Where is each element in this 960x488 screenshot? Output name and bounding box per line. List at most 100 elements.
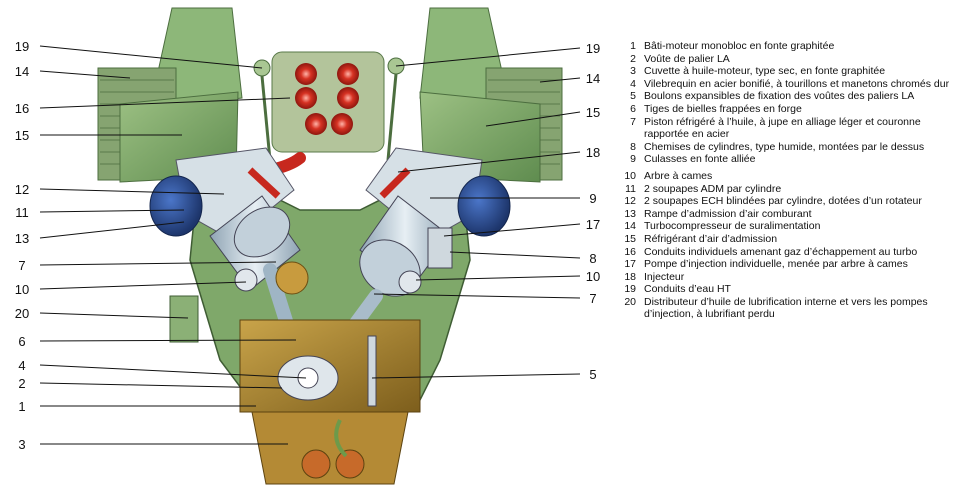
callout-1: 1 (18, 399, 25, 414)
oil-distributor (169, 295, 199, 343)
callout-4: 4 (18, 358, 25, 373)
right-callout-labels: 19 14 15 18 9 17 8 10 7 5 (586, 41, 600, 382)
legend-text: Vilebrequin en acier bonifié, à tourillo… (644, 77, 950, 90)
legend-text: Conduits individuels amenant gaz d’échap… (644, 245, 918, 258)
legend-text: Cuvette à huile-moteur, type sec, en fon… (644, 65, 886, 78)
callout-15-left: 15 (15, 128, 29, 143)
legend-number: 14 (624, 220, 636, 233)
left-piston (233, 206, 291, 258)
legend-number: 13 (624, 207, 636, 220)
legend-text: Piston réfrigéré à l’huile, à jupe en al… (644, 115, 921, 141)
left-leader-lines (39, 45, 307, 445)
legend-text: Conduits d’eau HT (644, 283, 731, 296)
legend-number: 6 (630, 102, 636, 115)
legend-text: Chemises de cylindres, type humide, mont… (644, 140, 925, 153)
callout-12: 12 (15, 182, 29, 197)
legend-item-13: 13 Rampe d’admission d’air comburant (620, 208, 955, 221)
legend-item-17: 17 Pompe d’injection individuelle, menée … (620, 258, 955, 271)
callout-6: 6 (18, 334, 25, 349)
legend-number: 1 (630, 40, 636, 52)
callout-2: 2 (18, 376, 25, 391)
legend-number: 15 (624, 232, 636, 245)
left-callout-labels: 19 14 16 15 12 11 13 7 10 20 6 4 2 1 3 (15, 39, 29, 452)
callout-9: 9 (589, 191, 596, 206)
callout-14-right: 14 (586, 71, 600, 86)
legend-number: 12 (624, 195, 636, 208)
legend-item-14: 14 Turbocompresseur de suralimentation (620, 220, 955, 233)
callout-20: 20 (15, 306, 29, 321)
legend-text: 2 soupapes ECH blindées par cylindre, do… (644, 195, 922, 208)
callout-10-left: 10 (15, 282, 29, 297)
legend-item-3: 3 Cuvette à huile-moteur, type sec, en fo… (620, 65, 955, 78)
legend-text: Pompe d’injection individuelle, menée pa… (644, 258, 908, 271)
callout-17: 17 (586, 217, 600, 232)
legend-text: Voûte de palier LA (644, 52, 730, 65)
callout-10-right: 10 (586, 269, 600, 284)
legend-item-8: 8 Chemises de cylindres, type humide, mon… (620, 141, 955, 154)
legend-text: Distributeur d’huile de lubrification in… (644, 295, 928, 321)
callout-8: 8 (589, 251, 596, 266)
legend-text: Boulons expansibles de fixation des voût… (644, 90, 915, 103)
engine-cutaway-diagram: 19 14 16 15 12 11 13 7 10 20 6 4 2 1 3 1… (15, 7, 600, 485)
callout-7-left: 7 (18, 258, 25, 273)
right-camshaft (398, 270, 422, 294)
legend-item-4: 4 Vilebrequin en acier bonifié, à tourill… (620, 78, 955, 91)
legend-number: 18 (624, 270, 636, 283)
legend-number: 19 (624, 283, 636, 296)
legend-item-2: 2 Voûte de palier LA (620, 53, 955, 66)
legend-text: Rampe d’admission d’air comburant (644, 207, 812, 220)
callout-5: 5 (589, 367, 596, 382)
legend-item-5: 5 Boulons expansibles de fixation des voû… (620, 90, 955, 103)
legend-number: 11 (625, 182, 636, 195)
callout-11: 11 (15, 205, 29, 220)
legend-text: Arbre à cames (644, 169, 713, 182)
injection-pump (427, 227, 453, 269)
callout-7-right: 7 (589, 291, 596, 306)
right-leader-lines (371, 47, 581, 379)
callout-19-left: 19 (15, 39, 29, 54)
right-intake-manifold (457, 175, 511, 237)
parts-legend: 1 Bâti-moteur monobloc en fonte graphitée… (620, 40, 955, 321)
legend-number: 17 (624, 258, 636, 271)
expansion-bolt (367, 335, 377, 407)
legend-item-20: 20 Distributeur d’huile de lubrification … (620, 296, 955, 321)
legend-text: 2 soupapes ADM par cylindre (644, 182, 782, 195)
left-intake-manifold (149, 175, 203, 237)
legend-number: 3 (630, 65, 636, 78)
legend-text: Culasses en fonte alliée (644, 153, 756, 166)
callout-18: 18 (586, 145, 600, 160)
legend-number: 5 (630, 90, 636, 103)
legend-text: Turbocompresseur de suralimentation (644, 220, 821, 233)
oil-sump (251, 411, 409, 485)
callout-15-right: 15 (586, 105, 600, 120)
legend-number: 8 (630, 140, 636, 153)
legend-item-6: 6 Tiges de bielles frappées en forge (620, 103, 955, 116)
legend-item-16: 16 Conduits individuels amenant gaz d’éch… (620, 246, 955, 259)
legend-text: Injecteur (644, 270, 685, 283)
engine-illustration (97, 7, 563, 485)
callout-13: 13 (15, 231, 29, 246)
legend-item-12: 12 2 soupapes ECH blindées par cylindre, … (620, 195, 955, 208)
legend-number: 4 (630, 77, 636, 90)
legend-item-19: 19 Conduits d’eau HT (620, 283, 955, 296)
legend-text: Tiges de bielles frappées en forge (644, 102, 802, 115)
callout-16: 16 (15, 101, 29, 116)
right-cylinder-head (365, 147, 483, 241)
legend-item-18: 18 Injecteur (620, 271, 955, 284)
callout-14-left: 14 (15, 64, 29, 79)
left-camshaft (234, 268, 258, 292)
legend-number: 16 (624, 245, 636, 258)
exhaust-ducts (264, 63, 359, 176)
legend-item-1: 1 Bâti-moteur monobloc en fonte graphitée (620, 40, 955, 53)
legend-number: 20 (624, 295, 636, 308)
legend-text: Bâti-moteur monobloc en fonte graphitée (644, 40, 835, 52)
legend-text: Réfrigérant d’air d’admission (644, 232, 778, 245)
callout-3: 3 (18, 437, 25, 452)
legend-item-7: 7 Piston réfrigéré à l’huile, à jupe en a… (620, 116, 955, 141)
legend-number: 2 (630, 52, 636, 65)
legend-number: 7 (630, 115, 636, 128)
legend-item-11: 11 2 soupapes ADM par cylindre (620, 183, 955, 196)
legend-item-15: 15 Réfrigérant d’air d’admission (620, 233, 955, 246)
